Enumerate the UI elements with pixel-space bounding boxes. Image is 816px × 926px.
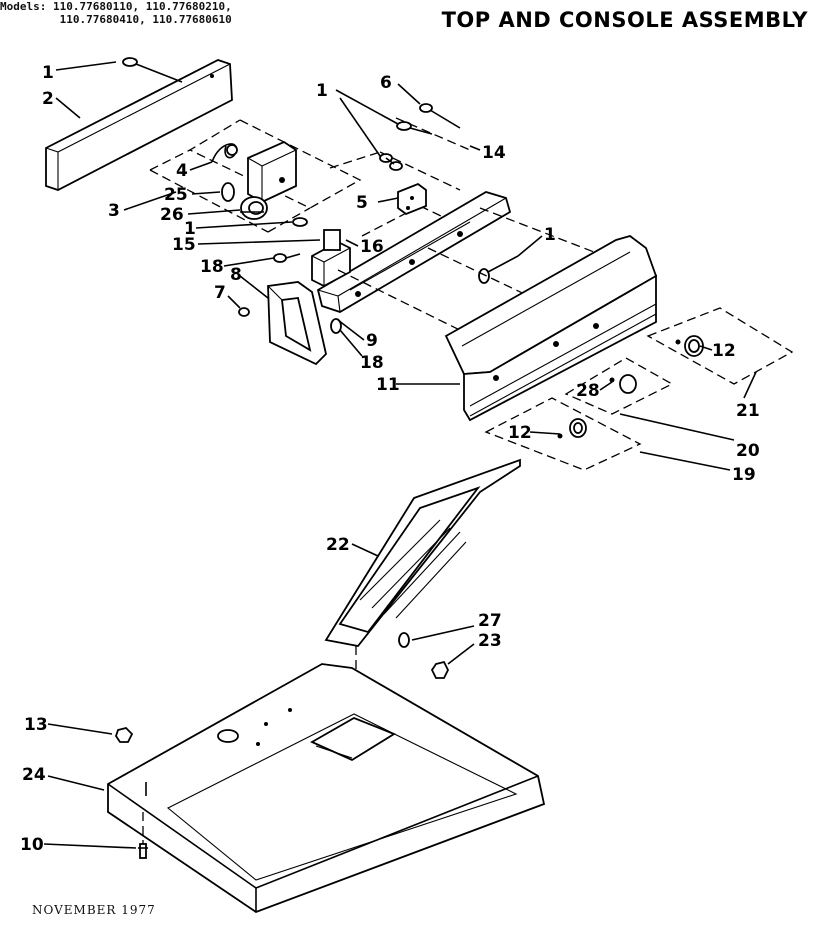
screw-part-6 (419, 103, 461, 129)
callout-part-1-a: 1 (42, 63, 54, 83)
callout-part-1-b: 1 (184, 219, 196, 239)
knob-box-part-20 (564, 357, 674, 415)
console-rail-part-9 (316, 191, 512, 313)
nut-part-23 (430, 660, 450, 679)
callout-part-12-a: 12 (712, 341, 736, 361)
diagram-title: TOP AND CONSOLE ASSEMBLY (441, 8, 808, 32)
models-header: Models: 110.77680110, 110.77680210, 110.… (0, 0, 232, 26)
lid-panel-part-22 (324, 458, 521, 647)
callout-part-11: 11 (376, 375, 400, 395)
callout-part-23: 23 (478, 631, 502, 651)
callout-part-28: 28 (576, 381, 600, 401)
revision-date: NOVEMBER 1977 (32, 903, 156, 917)
callout-part-15: 15 (172, 235, 196, 255)
callout-part-21: 21 (736, 401, 760, 421)
screw-part-10 (138, 812, 148, 859)
end-cap-part-8 (267, 281, 327, 366)
knob-clip (221, 182, 235, 202)
models-line-2: 110.77680410, 110.77680610 (59, 13, 232, 26)
callout-part-7: 7 (214, 283, 226, 303)
upper-hardware-outline (329, 151, 463, 237)
clip-part-15 (323, 229, 341, 251)
callout-part-12-b: 12 (508, 423, 532, 443)
nut-part-13 (115, 727, 134, 743)
timer-knob (240, 196, 268, 220)
callout-part-8: 8 (230, 265, 242, 285)
bumper-part-27 (398, 632, 410, 648)
callout-part-9: 9 (366, 331, 378, 351)
callout-part-18-b: 18 (360, 353, 384, 373)
callout-part-6: 6 (380, 73, 392, 93)
timer-group-outline (149, 119, 362, 233)
callout-part-26: 26 (160, 205, 184, 225)
top-panel-part-24 (107, 663, 546, 914)
screw-part-1-top (122, 57, 183, 83)
callout-part-19: 19 (732, 465, 756, 485)
callout-part-13: 13 (24, 715, 48, 735)
models-line-1: Models: 110.77680110, 110.77680210, (0, 0, 232, 13)
callout-part-5: 5 (356, 193, 368, 213)
screw-part-18-upper (273, 253, 301, 263)
screw-pair-part-1 (379, 153, 403, 171)
screw-part-18-lower (330, 318, 342, 334)
screw-part-1-right (478, 255, 519, 284)
callout-part-24: 24 (22, 765, 46, 785)
callout-part-25: 25 (164, 185, 188, 205)
callout-part-27: 27 (478, 611, 502, 631)
callout-part-1-c: 1 (316, 81, 328, 101)
callout-part-18-a: 18 (200, 257, 224, 277)
screw-part-1-mid (292, 217, 308, 227)
callout-part-16: 16 (360, 237, 384, 257)
callout-part-2: 2 (42, 89, 54, 109)
console-panel-part-11 (444, 235, 658, 422)
screw-part-1-upper (396, 121, 433, 135)
timer-motor (247, 140, 297, 204)
fastener-part-7 (238, 307, 250, 317)
switch-part-5 (397, 182, 427, 216)
callout-part-22: 22 (326, 535, 350, 555)
leader-lines (43, 61, 757, 849)
knob-box-part-21 (646, 307, 794, 385)
callout-labels: 1 2 3 4 25 26 1 15 18 8 7 1 6 14 5 16 1 … (20, 63, 760, 855)
rear-trim-strip (45, 59, 233, 191)
callout-part-20: 20 (736, 441, 760, 461)
callout-part-4: 4 (176, 161, 188, 181)
callout-part-10: 10 (20, 835, 44, 855)
timer-wire-harness (211, 143, 238, 163)
callout-part-3: 3 (108, 201, 120, 221)
knob-box-part-19 (484, 397, 642, 471)
callout-part-1-d: 1 (544, 225, 556, 245)
callout-part-14: 14 (482, 143, 506, 163)
